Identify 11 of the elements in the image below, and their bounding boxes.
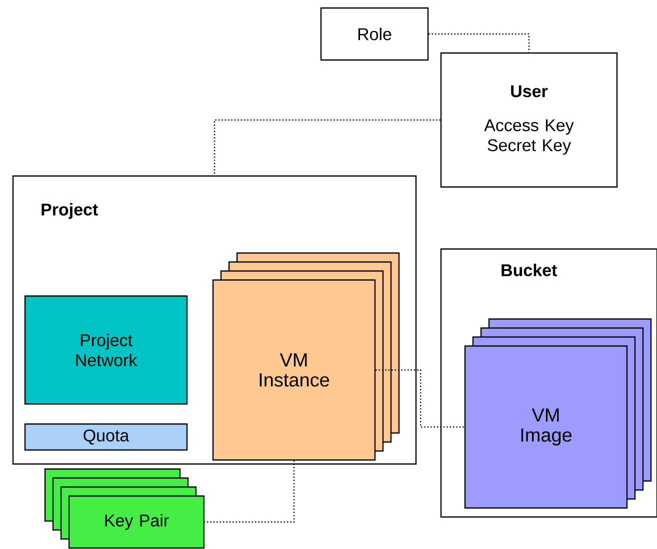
image-stack: VM Image [464,318,652,509]
instance-stack: VM Instance [212,252,400,461]
network-box: Project Network [24,295,188,405]
role-box: Role [320,7,429,61]
connector-line [428,33,530,52]
quota-bar: Quota [24,423,188,451]
connector-line [204,460,295,523]
connector-line [376,369,464,428]
user-box: User Access Key Secret Key [440,52,618,188]
key-pair-stack: Key Pair [44,468,205,549]
connector-line [214,119,440,176]
